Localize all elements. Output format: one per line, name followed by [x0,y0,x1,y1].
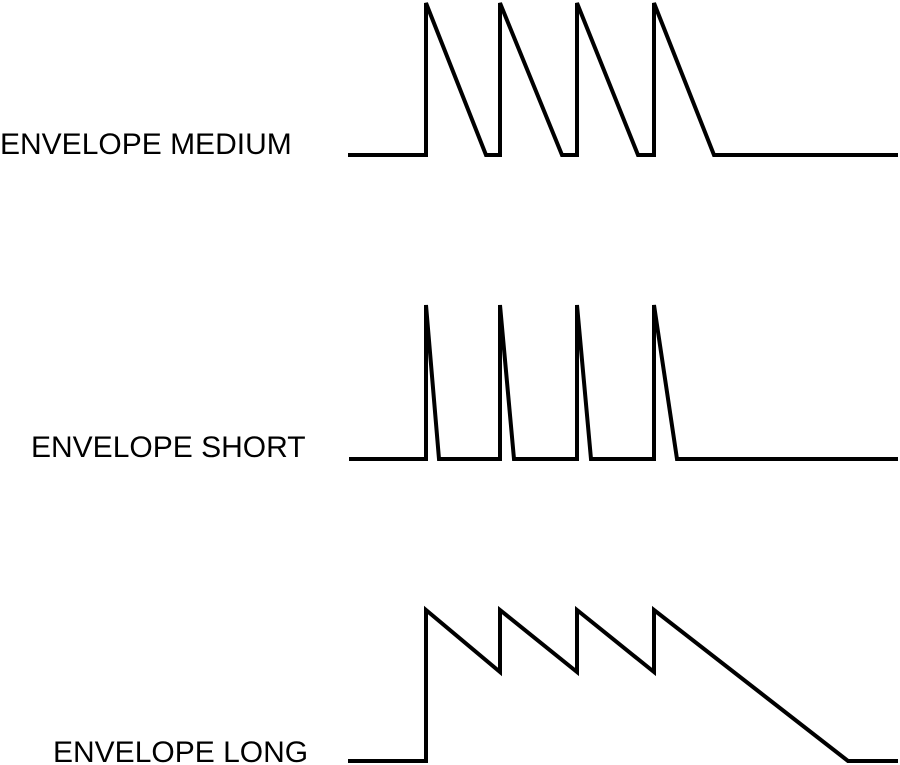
envelope-short-row: ENVELOPE SHORT [31,304,898,464]
envelope-long-row: ENVELOPE LONG [53,605,898,765]
envelope-medium-row: ENVELOPE MEDIUM [0,2,898,161]
envelope-long-waveform [348,605,898,763]
envelope-short-waveform [349,304,898,461]
envelope-short-label: ENVELOPE SHORT [31,431,306,464]
envelope-medium-waveform [348,2,898,157]
envelope-long-label: ENVELOPE LONG [53,736,308,765]
envelope-medium-label: ENVELOPE MEDIUM [0,128,292,161]
